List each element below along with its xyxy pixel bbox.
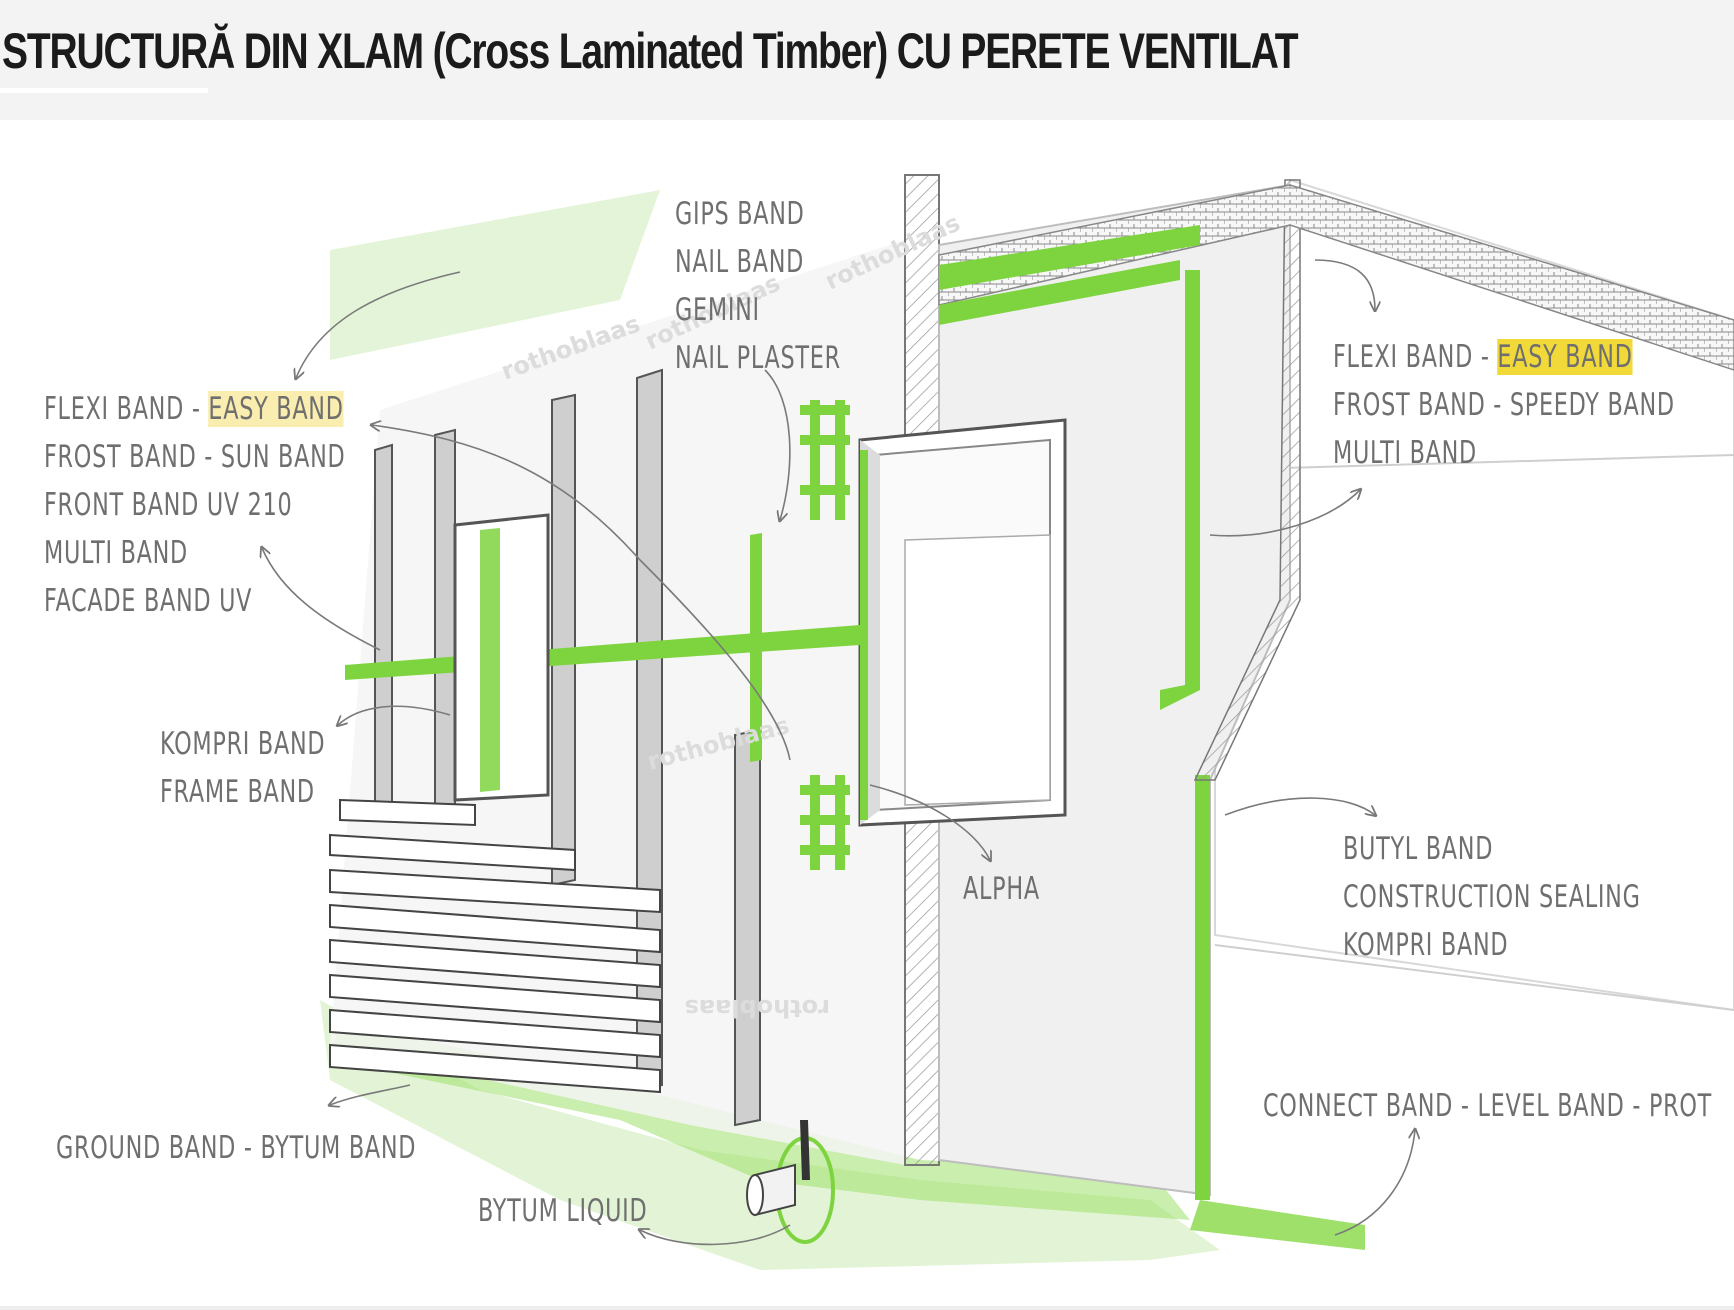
callout-line: BUTYL BAND (1343, 831, 1494, 867)
annotation-arrows (262, 259, 1415, 1246)
svg-text:rothoblaas: rothoblaas (685, 994, 830, 1022)
callout-line-text: FLEXI BAND - (44, 391, 209, 427)
callout-line: KOMPRI BAND (1343, 927, 1509, 963)
header-bar: STRUCTURĂ DIN XLAM (Cross Laminated Timb… (0, 0, 1734, 120)
callout-line: FLEXI BAND - EASY BAND (1333, 333, 1675, 381)
callout-line: FRONT BAND UV 210 (44, 487, 293, 523)
callout-kompri: KOMPRI BAND FRAME BAND (160, 720, 325, 816)
callout-right-mid: BUTYL BAND CONSTRUCTION SEALING KOMPRI B… (1343, 825, 1641, 969)
title-underline (0, 88, 208, 93)
callout-line: NAIL PLASTER (675, 340, 841, 376)
callout-line: GEMINI (675, 292, 760, 328)
cladding-boards (329, 798, 661, 1094)
callout-bottom-right: CONNECT BAND - LEVEL BAND - PROT (1263, 1082, 1712, 1130)
bytum-liquid-can (746, 1120, 835, 1244)
callout-line: GIPS BAND (675, 196, 805, 232)
callout-line: FROST BAND - SUN BAND (44, 439, 346, 475)
bottom-divider (0, 1306, 1734, 1310)
callout-alpha: ALPHA (963, 865, 1040, 913)
callout-bytum-liquid: BYTUM LIQUID (478, 1187, 647, 1235)
callout-line: FACADE BAND UV (44, 583, 253, 619)
vertical-band (750, 533, 762, 762)
callout-right-top: FLEXI BAND - EASY BAND FROST BAND - SPEE… (1333, 333, 1675, 477)
callout-line: FROST BAND - SPEEDY BAND (1333, 387, 1675, 423)
callout-line-text: FLEXI BAND - (1333, 339, 1498, 375)
highlight-easy-band: EASY BAND (208, 391, 344, 427)
page-title: STRUCTURĂ DIN XLAM (Cross Laminated Timb… (2, 23, 1299, 79)
callout-line: BYTUM LIQUID (478, 1193, 648, 1229)
callout-line: MULTI BAND (44, 535, 188, 571)
callout-line: CONSTRUCTION SEALING (1343, 879, 1641, 915)
callout-line: FRAME BAND (160, 774, 315, 810)
window-left (453, 513, 550, 802)
callout-left-top: FLEXI BAND - EASY BAND FROST BAND - SUN … (44, 385, 345, 625)
nail-band-grids (800, 400, 850, 870)
roof-slab (938, 184, 1734, 710)
callout-line: GROUND BAND - BYTUM BAND (56, 1130, 417, 1166)
callout-bottom-left: GROUND BAND - BYTUM BAND (56, 1124, 416, 1172)
callout-line: CONNECT BAND - LEVEL BAND - PROT (1263, 1088, 1713, 1124)
highlight-easy-band: EASY BAND (1497, 339, 1633, 375)
xlam-wall-illustration: rothoblaas rothoblaas rothoblaas rothobl… (0, 174, 1734, 1270)
callout-line: NAIL BAND (675, 244, 805, 280)
callout-line: ALPHA (963, 871, 1040, 907)
callout-line: FLEXI BAND - EASY BAND (44, 385, 345, 433)
callout-top-center: GIPS BAND NAIL BAND GEMINI NAIL PLASTER (675, 190, 841, 382)
callout-line: KOMPRI BAND (160, 726, 326, 762)
window-right (858, 418, 1067, 827)
callout-line: MULTI BAND (1333, 435, 1477, 471)
